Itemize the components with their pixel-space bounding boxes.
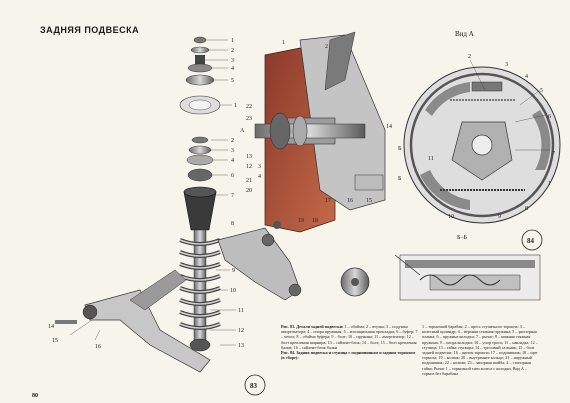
svg-text:20: 20 (246, 188, 252, 194)
svg-text:17: 17 (325, 198, 331, 204)
figure-83-number: 83 (250, 382, 258, 390)
svg-text:10: 10 (448, 214, 454, 220)
svg-text:8: 8 (231, 221, 234, 227)
svg-text:8: 8 (525, 206, 528, 212)
svg-text:23: 23 (246, 116, 252, 122)
caption-83-title: Рис. 83. Детали задней подвески: (281, 324, 344, 329)
drum-brake-view (403, 66, 561, 224)
callouts-hub: 1 2 22 23 21 13 12 20 19 18 17 16 15 14 … (240, 40, 402, 224)
svg-text:3: 3 (231, 148, 234, 154)
svg-text:16: 16 (347, 198, 353, 204)
svg-text:11: 11 (428, 156, 434, 162)
svg-text:2: 2 (231, 138, 234, 144)
section-bb-label: Б–Б (457, 235, 467, 241)
svg-text:12: 12 (246, 164, 252, 170)
caption-figure-83: Рис. 83. Детали задней подвески: 1 – обо… (281, 324, 419, 360)
svg-text:2: 2 (325, 44, 328, 50)
svg-text:1: 1 (282, 40, 285, 46)
svg-text:4: 4 (258, 174, 261, 180)
strut-parts-stack (179, 36, 221, 182)
caption-83-text: 1 – обойма; 2 – втулка; 3 – подушка амор… (281, 324, 418, 350)
svg-text:6: 6 (231, 173, 234, 179)
svg-text:13: 13 (246, 154, 252, 160)
svg-text:7: 7 (552, 151, 555, 157)
svg-text:14: 14 (48, 324, 54, 330)
svg-text:15: 15 (366, 198, 372, 204)
callouts-drum: 2 3 4 5 6 7 8 9 10 11 1 (428, 54, 555, 220)
svg-text:11: 11 (238, 308, 244, 314)
svg-text:5: 5 (540, 88, 543, 94)
svg-text:7: 7 (231, 193, 234, 199)
section-bb-view (394, 254, 541, 301)
caption-figure-84: 1 – тормозной барабан; 2 – пресс ступичн… (422, 324, 538, 376)
svg-text:19: 19 (298, 218, 304, 224)
svg-text:1: 1 (548, 181, 551, 187)
hub-cross-section (254, 31, 386, 233)
svg-text:12: 12 (238, 328, 244, 334)
callouts-parts: 1 2 3 4 5 1 2 3 4 6 7 8 9 10 11 12 13 14… (48, 38, 244, 350)
svg-text:5: 5 (231, 78, 234, 84)
svg-text:15: 15 (52, 338, 58, 344)
svg-text:3: 3 (231, 58, 234, 64)
svg-text:4: 4 (231, 158, 234, 164)
svg-text:9: 9 (232, 268, 235, 274)
svg-text:4: 4 (525, 74, 528, 80)
svg-text:22: 22 (246, 104, 252, 110)
page-number: 80 (32, 393, 38, 399)
svg-text:16: 16 (95, 344, 101, 350)
svg-text:21: 21 (246, 178, 252, 184)
svg-text:А: А (240, 128, 245, 134)
svg-text:1: 1 (231, 38, 234, 44)
svg-text:10: 10 (230, 288, 236, 294)
svg-text:Б: Б (398, 176, 402, 182)
svg-text:9: 9 (498, 214, 501, 220)
buffer-cone (183, 191, 217, 231)
svg-text:1: 1 (234, 103, 237, 109)
svg-text:Б: Б (398, 146, 402, 152)
shock-absorber-spring (179, 229, 221, 352)
svg-text:4: 4 (231, 66, 234, 72)
svg-text:18: 18 (312, 218, 318, 224)
svg-text:2: 2 (231, 48, 234, 54)
svg-text:6: 6 (548, 114, 551, 120)
svg-text:13: 13 (238, 343, 244, 349)
figure-84-number: 84 (527, 237, 535, 245)
svg-text:2: 2 (468, 54, 471, 60)
caption-84-text: 1 – тормозной барабан; 2 – пресс ступичн… (422, 324, 538, 376)
page-title: ЗАДНЯЯ ПОДВЕСКА (40, 25, 140, 35)
caption-84-title: Рис. 84. Задняя подвеска и ступица с под… (281, 350, 416, 361)
svg-text:3: 3 (505, 62, 508, 68)
view-a-label: Вид А (455, 30, 474, 38)
svg-text:14: 14 (386, 124, 392, 130)
svg-text:3: 3 (258, 164, 261, 170)
